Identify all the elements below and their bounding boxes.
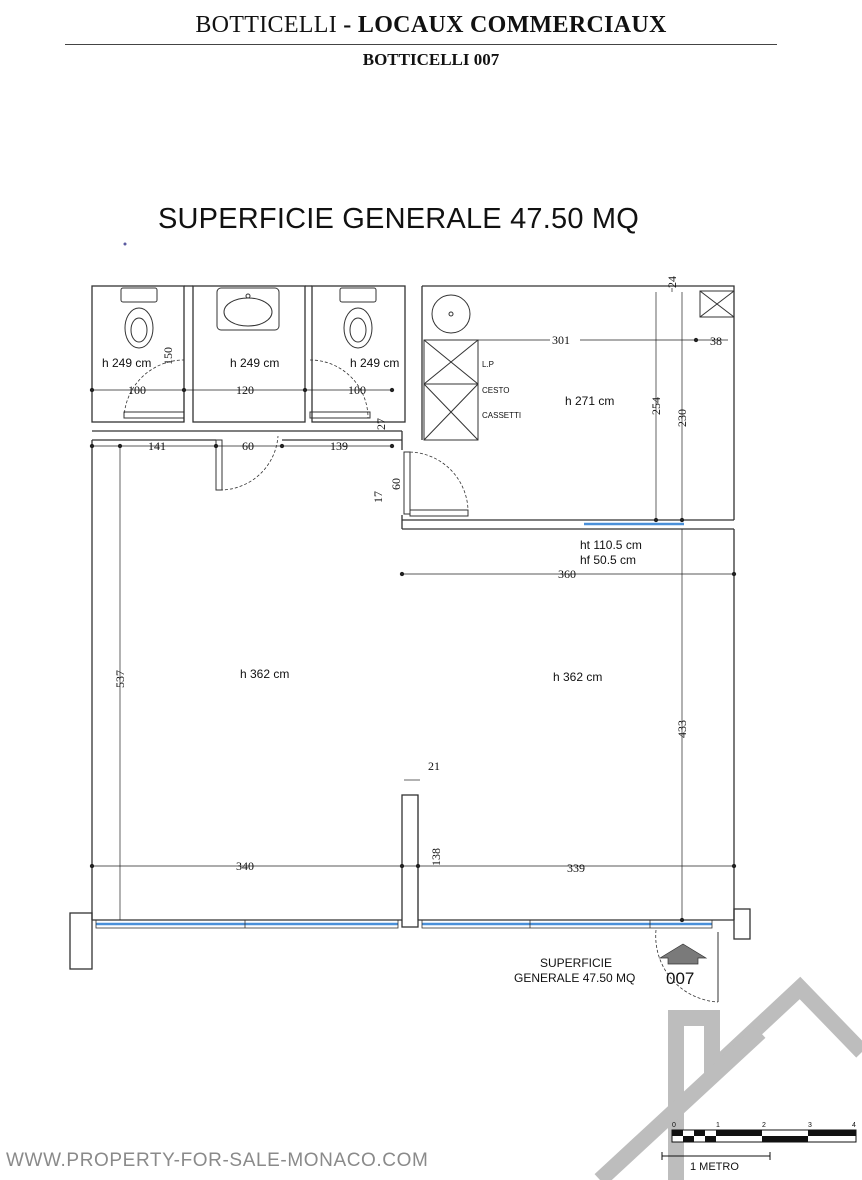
dim-254: 254 [649,397,663,415]
window-ht-label: ht 110.5 cm [580,538,642,552]
document-header: BOTTICELLI - LOCAUX COMMERCIAUX [0,12,862,39]
dim-537: 537 [113,670,127,688]
dimension-lines [89,288,737,923]
dim-100b: 100 [348,383,366,397]
dim-120: 120 [236,383,254,397]
header-separator: - [337,12,358,38]
scale-tick-0: 0 [672,1122,676,1129]
shelf-lp-label: L.P [482,360,494,369]
scale-bar [661,1129,857,1160]
header-rule [65,44,777,45]
main-left-height-label: h 362 cm [240,667,289,681]
dim-24: 24 [665,276,679,288]
entrance-arrow-icon [658,943,708,965]
door-swings [123,359,719,1003]
dim-141: 141 [148,439,166,453]
wc-1-fixture [120,287,158,349]
stray-mark [123,242,127,246]
scale-tick-3: 3 [808,1122,812,1129]
dim-60-horizontal: 60 [242,439,254,453]
dim-38: 38 [710,334,722,348]
scale-tick-1: 1 [716,1122,720,1129]
dim-150: 150 [161,347,175,365]
sink-height-label: h 249 cm [230,356,279,370]
scale-tick-4: 4 [852,1122,856,1129]
wc1-height-label: h 249 cm [102,356,151,370]
walls [69,285,751,970]
main-right-height-label: h 362 cm [553,670,602,684]
dim-60-vertical: 60 [389,478,403,490]
dim-339: 339 [567,861,585,875]
header-subtitle: LOCAUX COMMERCIAUX [357,12,667,38]
storage-fixtures [423,290,735,441]
website-watermark: WWW.PROPERTY-FOR-SALE-MONACO.COM [6,1150,429,1171]
wc-2-fixture [339,287,377,349]
dim-27: 27 [374,418,388,430]
dim-301: 301 [552,333,570,347]
dim-340: 340 [236,859,254,873]
sink-fixture [216,287,280,331]
dim-17: 17 [371,491,385,503]
plan-title: SUPERFICIE GENERALE 47.50 MQ [158,203,640,235]
header-name: BOTTICELLI [195,12,337,38]
scale-label: 1 METRO [690,1161,739,1173]
shelf-cassetti-label: CASSETTI [482,411,521,420]
window-frames [95,919,713,929]
window-hf-label: hf 50.5 cm [580,553,636,567]
dim-100a: 100 [128,383,146,397]
storage-height-label: h 271 cm [565,394,614,408]
dim-433: 433 [675,720,689,738]
entrance-label-line2: GENERALE 47.50 MQ [514,971,635,985]
windows [96,522,712,926]
scale-tick-2: 2 [762,1122,766,1129]
unit-code: BOTTICELLI 007 [362,50,500,69]
entrance-unit-number: 007 [666,969,694,988]
dim-230: 230 [675,409,689,427]
wc2-height-label: h 249 cm [350,356,399,370]
entrance-label-line1: SUPERFICIE [540,956,612,970]
dim-139: 139 [330,439,348,453]
shelf-cesto-label: CESTO [482,386,509,395]
dim-360: 360 [558,567,576,581]
door-leaves [123,411,719,1002]
dim-21: 21 [428,759,440,773]
dim-138: 138 [429,848,443,866]
watermark-house-logo [594,976,862,1180]
